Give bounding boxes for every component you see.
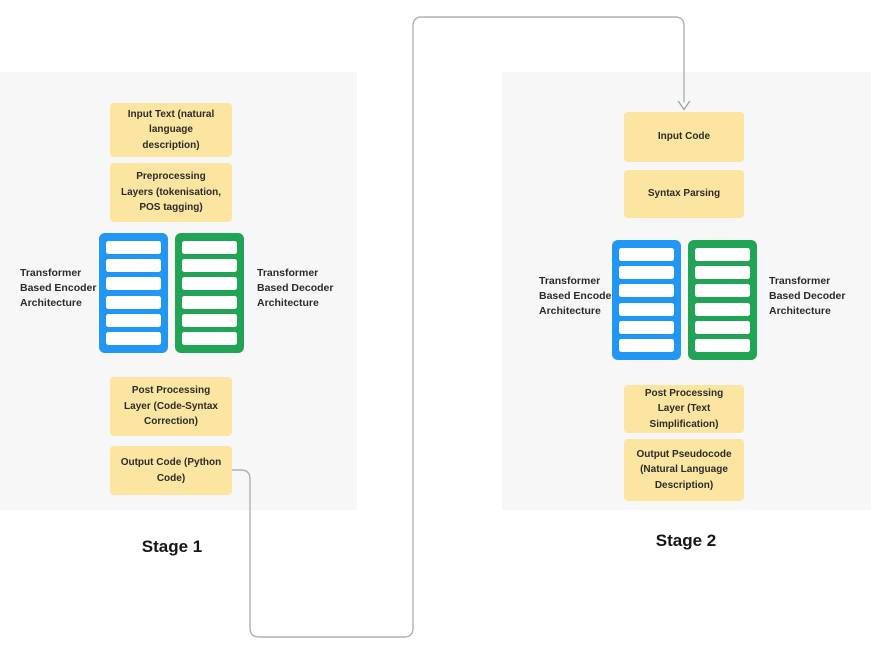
stage1-postprocessing-node: Post Processing Layer (Code-Syntax Corre… xyxy=(110,377,232,436)
stack-layer xyxy=(619,338,674,352)
stack-layer xyxy=(695,320,750,334)
stage2-title: Stage 2 xyxy=(655,531,717,550)
node-label: Post Processing Layer (Text Simplificati… xyxy=(644,387,724,430)
stage2-syntax-parsing-node: Syntax Parsing xyxy=(624,170,744,218)
stage2-encoder-stack xyxy=(612,240,681,360)
stack-layer xyxy=(182,331,237,345)
stage1-title: Stage 1 xyxy=(141,537,203,556)
stack-layer xyxy=(106,259,161,273)
node-label: Preprocessing Layers (tokenisation, POS … xyxy=(120,171,222,214)
stack-layer xyxy=(106,277,161,291)
stack-layer xyxy=(619,284,674,298)
node-label: Input Code xyxy=(657,131,711,143)
stage2-encoder-label: Transformer Based Encoder Architecture xyxy=(539,275,616,317)
stack-layer xyxy=(695,338,750,352)
stack-layer xyxy=(182,259,237,273)
stage2-output-node: Output Pseudocode (Natural Language Desc… xyxy=(624,439,744,501)
stage2-decoder-label: Transformer Based Decoder Architecture xyxy=(769,275,846,317)
stage1-output-node: Output Code (Python Code) xyxy=(110,446,232,495)
stack-layer xyxy=(106,295,161,309)
node-label: Input Text (natural language description… xyxy=(127,108,215,151)
stack-layer xyxy=(182,313,237,327)
stack-layer xyxy=(695,284,750,298)
stage1-encoder-label: Transformer Based Encoder Architecture xyxy=(20,267,97,309)
stack-layer xyxy=(182,241,237,254)
stage1-decoder-label: Transformer Based Decoder Architecture xyxy=(257,267,334,309)
stage1-decoder-stack xyxy=(175,233,244,353)
stack-layer xyxy=(695,302,750,316)
stage2-postprocessing-node: Post Processing Layer (Text Simplificati… xyxy=(624,385,744,433)
node-label: Post Processing Layer (Code-Syntax Corre… xyxy=(124,385,218,428)
stack-layer xyxy=(106,313,161,327)
stack-layer xyxy=(695,266,750,280)
stack-layer xyxy=(106,331,161,345)
stage2-decoder-stack xyxy=(688,240,757,360)
stage1-input-text-node: Input Text (natural language description… xyxy=(110,103,232,157)
stack-layer xyxy=(182,295,237,309)
stack-layer xyxy=(619,266,674,280)
stack-layer xyxy=(106,241,161,254)
node-label: Output Code (Python Code) xyxy=(120,457,222,484)
node-label: Syntax Parsing xyxy=(647,188,721,200)
stack-layer xyxy=(619,302,674,316)
node-label: Output Pseudocode (Natural Language Desc… xyxy=(636,448,732,491)
stage2-input-code-node: Input Code xyxy=(624,112,744,162)
stage1-preprocessing-node: Preprocessing Layers (tokenisation, POS … xyxy=(110,163,232,222)
stack-layer xyxy=(182,277,237,291)
stage1-encoder-stack xyxy=(99,233,168,353)
stack-layer xyxy=(619,320,674,334)
stack-layer xyxy=(695,248,750,261)
stack-layer xyxy=(619,248,674,261)
